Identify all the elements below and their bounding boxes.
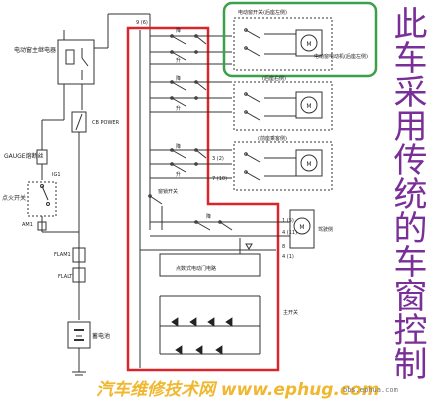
cb-power-label: CB POWER — [92, 120, 120, 126]
fl-am1-fuse — [72, 247, 86, 263]
watermark: 汽车维修技术网 www.ephug.com — [96, 380, 380, 400]
rear-left-switch-box — [233, 17, 333, 71]
rear-right-motor-box — [295, 91, 323, 119]
lock-switch-label: 窗锁开关 — [158, 188, 178, 195]
front-passenger-switch-box — [233, 141, 333, 191]
power-supply-chain — [27, 13, 151, 376]
down-label-1: 降 — [176, 27, 181, 34]
rear-left-highlight-box — [222, 1, 378, 78]
rear-right-label: (后座右侧) — [262, 75, 286, 82]
top-pin-label: 9 (6) — [136, 20, 148, 26]
indicator-leds — [171, 317, 233, 355]
pin-3-2-label: 3 (2) — [212, 156, 224, 162]
down-label-4: 降 — [206, 213, 211, 220]
up-label-2: 升 — [176, 105, 181, 112]
motor-letter-driver: M — [299, 224, 304, 231]
main-relay-box — [57, 39, 95, 85]
front-passenger-motor-box — [295, 149, 323, 177]
motor-letter-rl: M — [306, 41, 311, 48]
rear-right-motor — [300, 96, 318, 114]
pin-4-1-label: 4 (1) — [282, 254, 294, 260]
down-label-3: 降 — [176, 143, 181, 150]
door-lock-circuit-box — [159, 253, 261, 277]
am1-label: AM1 — [22, 222, 33, 228]
pin-4-11-label: 4 (11) — [282, 230, 297, 236]
window-motor-rl-label: 电动窗电动机(后座左侧) — [314, 53, 368, 60]
down-label-2: 降 — [176, 75, 181, 82]
relay-coil — [65, 49, 75, 65]
driver-motor — [293, 217, 311, 235]
am1-fuse — [37, 221, 47, 231]
gauge-fuse-label: GAUGE熔断丝 — [4, 152, 44, 160]
pin-7-10-label: 7 (10) — [212, 176, 227, 182]
main-switch-label: 主开关 — [283, 309, 298, 316]
ignition-switch-label: 点火开关 — [2, 194, 26, 202]
front-passenger-motor — [300, 154, 318, 172]
motor-letter-rr: M — [306, 103, 311, 110]
window-switch-rl-label: 电动窗开关(后座左侧) — [238, 9, 287, 16]
door-units — [233, 17, 333, 249]
fl-am1-label: FLAM1 — [54, 252, 71, 258]
rear-right-switch-box — [233, 81, 333, 131]
driver-side-label: 驾驶侧 — [318, 226, 333, 233]
rear-left-motor — [300, 34, 318, 52]
front-passenger-label: (前座乘客侧) — [258, 135, 287, 142]
ig1-label: IG1 — [52, 172, 61, 178]
up-label-1: 升 — [176, 57, 181, 64]
rear-left-motor-box — [295, 29, 323, 57]
pin-8-label: 8 — [282, 244, 285, 250]
diagram-labels: 电动窗主继电器 CB POWER GAUGE熔断丝 IG1 点火开关 AM1 F… — [2, 9, 368, 340]
fl-alt-fuse — [72, 267, 86, 283]
master-switch-internals — [139, 30, 290, 368]
up-label-3: 升 — [176, 171, 181, 178]
watermark-small: bbs.ephua.com — [343, 386, 398, 394]
main-relay-label: 电动窗主继电器 — [14, 46, 56, 54]
master-switch-outline — [126, 26, 280, 372]
battery-box — [67, 321, 91, 349]
driver-motor-box — [289, 209, 315, 249]
pin-1-5-label: 1 (5) — [282, 218, 294, 224]
vertical-caption: 此车采用传统的车窗控制 — [387, 6, 427, 380]
motor-letters: M M M M — [299, 41, 311, 231]
fl-alt-label: FLALT — [58, 274, 73, 280]
door-lock-circuit-label: 点数式电动门电路 — [176, 265, 216, 272]
motor-letter-fp: M — [306, 161, 311, 168]
battery-label: 蓄电池 — [92, 332, 110, 340]
